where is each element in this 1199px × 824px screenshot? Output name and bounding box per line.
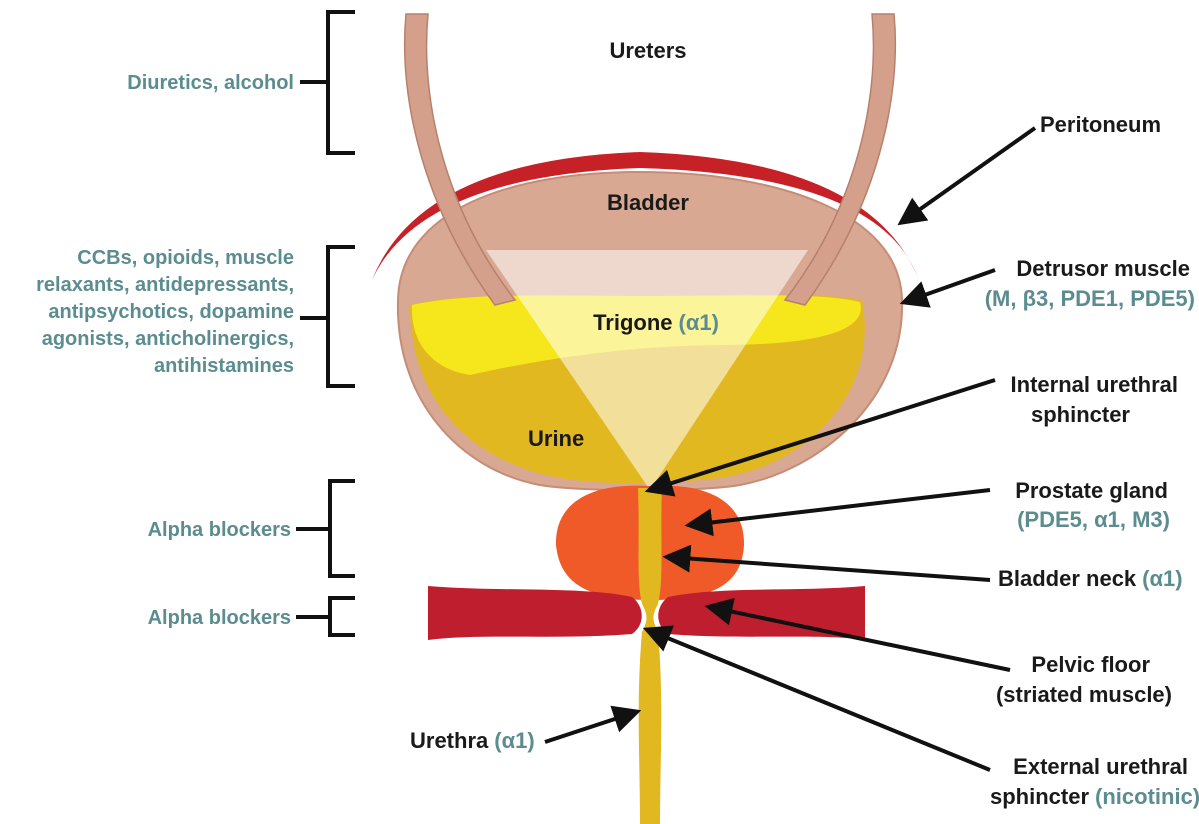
arrow-detrusor — [905, 270, 995, 302]
drug-ureters-group: Diuretics, alcohol — [127, 72, 294, 94]
label-bladder-neck: Bladder neck(α1) — [998, 566, 1183, 591]
label-bladder-neck-name: Bladder neck — [998, 566, 1137, 591]
label-ureters: Ureters — [609, 38, 686, 63]
label-urethra: Urethra(α1) — [410, 728, 535, 753]
drug-prostate-group: Alpha blockers — [148, 519, 291, 541]
label-bladder-neck-receptor: (α1) — [1142, 566, 1182, 591]
label-urine: Urine — [528, 426, 584, 451]
label-external-sphincter-2: sphincter(nicotinic) — [990, 784, 1199, 809]
label-bladder: Bladder — [607, 190, 689, 215]
arrow-urethra — [545, 712, 636, 742]
bracket-pelvic — [296, 598, 355, 635]
label-trigone: Trigone (α1) — [593, 310, 719, 335]
drug-bladder-line-3: antipsychotics, dopamine — [48, 301, 294, 323]
label-internal-sphincter-1: Internal urethral — [1011, 372, 1178, 397]
drug-bladder-line-1: CCBs, opioids, muscle — [77, 247, 294, 269]
label-internal-sphincter-2: sphincter — [1031, 402, 1130, 427]
pelvic-floor-left-shape — [428, 586, 642, 640]
label-trigone-receptor: (α1) — [679, 310, 719, 335]
label-external-sphincter-name: sphincter — [990, 784, 1089, 809]
bracket-bladder — [300, 247, 355, 386]
label-prostate-receptors: (PDE5, α1, M3) — [1017, 507, 1170, 532]
drug-bladder-line-5: antihistamines — [154, 355, 294, 377]
label-urethra-name: Urethra — [410, 728, 489, 753]
drug-bladder-line-2: relaxants, antidepressants, — [36, 274, 294, 296]
label-detrusor: Detrusor muscle — [1016, 256, 1190, 281]
bracket-ureters — [300, 12, 355, 153]
urethra-shape — [638, 488, 662, 824]
label-peritoneum: Peritoneum — [1040, 112, 1161, 137]
label-trigone-name: Trigone — [593, 310, 672, 335]
label-pelvic-floor-2: (striated muscle) — [996, 682, 1172, 707]
arrow-peritoneum — [902, 128, 1035, 222]
label-prostate: Prostate gland — [1015, 478, 1168, 503]
label-detrusor-receptors: (M, β3, PDE1, PDE5) — [985, 286, 1195, 311]
drug-pelvic-group: Alpha blockers — [148, 607, 291, 629]
drug-bladder-line-4: agonists, anticholinergics, — [42, 328, 294, 350]
bracket-prostate — [296, 481, 355, 576]
arrow-prostate — [690, 490, 990, 525]
label-pelvic-floor-1: Pelvic floor — [1031, 652, 1150, 677]
arrow-external-sphincter — [648, 630, 990, 770]
label-external-sphincter-1: External urethral — [1013, 754, 1188, 779]
label-external-sphincter-receptor: (nicotinic) — [1095, 784, 1199, 809]
label-urethra-receptor: (α1) — [494, 728, 534, 753]
